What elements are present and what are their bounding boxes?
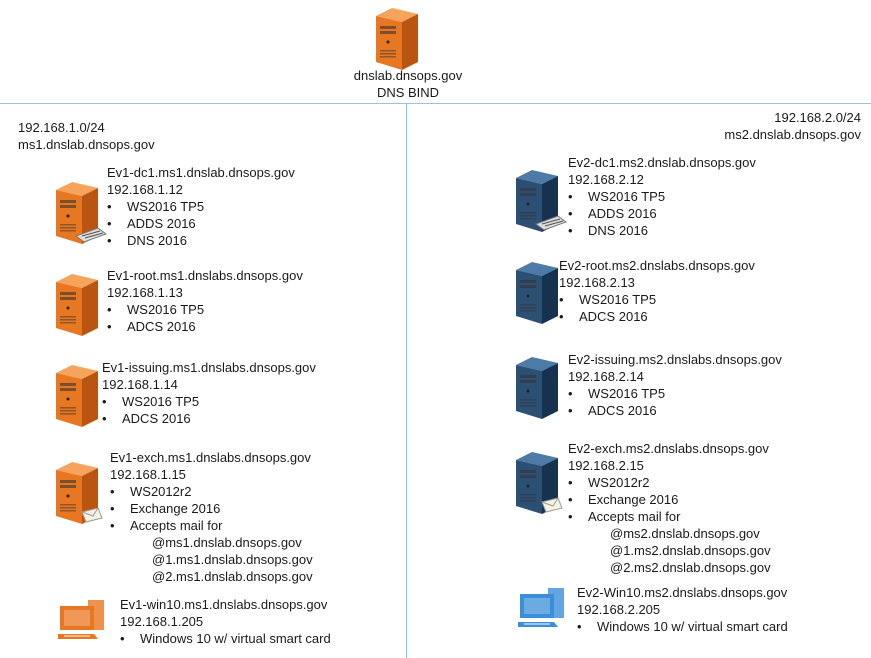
host-ip: 192.168.1.205 [120,614,204,629]
workstation-icon [56,600,110,643]
host-name: Ev2-exch.ms2.dnslabs.dnsops.gov [568,441,769,456]
role-item: ADDS 2016 [568,205,756,222]
host-roles: WS2016 TP5ADCS 2016 [102,393,316,427]
dns-server-label: dnslab.dnsops.gov DNS BIND [308,67,508,101]
role-item: Exchange 2016 [110,500,313,517]
server-icon [52,363,108,432]
host-name: Ev1-issuing.ms1.dnslabs.dnsops.gov [102,360,316,375]
role-item: WS2012r2 [110,483,313,500]
left-host-1: Ev1-dc1.ms1.dnslab.dnsops.gov 192.168.1.… [107,164,295,249]
host-roles: WS2016 TP5ADDS 2016DNS 2016 [107,198,295,249]
host-name: Ev2-Win10.ms2.dnslabs.dnsops.gov [577,585,788,600]
server-icon [52,272,108,341]
mail-domain: @1.ms2.dnslab.dnsops.gov [610,543,771,558]
network-line-horizontal [0,103,871,104]
role-item: WS2016 TP5 [559,291,755,308]
role-item: Accepts mail for [110,517,313,534]
role-item: Exchange 2016 [568,491,771,508]
host-name: Ev2-issuing.ms2.dnslabs.dnsops.gov [568,352,782,367]
right-host-2: Ev2-root.ms2.dnslabs.dnsops.gov 192.168.… [559,257,755,325]
left-host-3: Ev1-issuing.ms1.dnslabs.dnsops.gov 192.1… [102,359,316,427]
role-item: WS2016 TP5 [107,198,295,215]
right-host-1: Ev2-dc1.ms2.dnslab.dnsops.gov 192.168.2.… [568,154,756,239]
host-ip: 192.168.1.14 [102,377,178,392]
right-host-3: Ev2-issuing.ms2.dnslabs.dnsops.gov 192.1… [568,351,782,419]
workstation-icon [516,588,570,631]
host-name: Ev1-root.ms1.dnslabs.dnsops.gov [107,268,303,283]
mail-domain: @2.ms1.dnslab.dnsops.gov [152,569,313,584]
mail-domain: @1.ms1.dnslab.dnsops.gov [152,552,313,567]
left-subnet-domain: ms1.dnslab.dnsops.gov [18,137,155,152]
role-item: Windows 10 w/ virtual smart card [577,618,788,635]
role-item: DNS 2016 [568,222,756,239]
mail-server-icon [52,460,108,529]
host-ip: 192.168.2.12 [568,172,644,187]
server-icon [512,260,568,329]
left-subnet-cidr: 192.168.1.0/24 [18,120,105,135]
right-subnet: 192.168.2.0/24 ms2.dnslab.dnsops.gov [724,109,861,143]
right-subnet-cidr: 192.168.2.0/24 [774,110,861,125]
role-item: Accepts mail for [568,508,771,525]
host-roles: WS2016 TP5ADCS 2016 [568,385,782,419]
role-item: DNS 2016 [107,232,295,249]
role-item: WS2016 TP5 [568,188,756,205]
left-host-4: Ev1-exch.ms1.dnslabs.dnsops.gov 192.168.… [110,449,313,585]
role-item: ADCS 2016 [102,410,316,427]
right-subnet-domain: ms2.dnslab.dnsops.gov [724,127,861,142]
role-item: WS2016 TP5 [107,301,303,318]
mail-domain: @2.ms2.dnslab.dnsops.gov [610,560,771,575]
host-ip: 192.168.2.13 [559,275,635,290]
host-ip: 192.168.2.14 [568,369,644,384]
host-ip: 192.168.1.13 [107,285,183,300]
server-icon [512,168,568,237]
host-roles: WS2012r2Exchange 2016Accepts mail for [568,474,771,525]
host-name: Ev2-root.ms2.dnslabs.dnsops.gov [559,258,755,273]
mail-domain: @ms1.dnslab.dnsops.gov [152,535,302,550]
host-roles: WS2016 TP5ADCS 2016 [107,301,303,335]
host-roles: Windows 10 w/ virtual smart card [577,618,788,635]
left-subnet: 192.168.1.0/24 ms1.dnslab.dnsops.gov [18,119,155,153]
role-item: WS2012r2 [568,474,771,491]
host-ip: 192.168.1.15 [110,467,186,482]
mail-domain: @ms2.dnslab.dnsops.gov [610,526,760,541]
server-icon [512,355,568,424]
dns-server-name: dnslab.dnsops.gov [353,68,463,83]
host-roles: WS2016 TP5ADCS 2016 [559,291,755,325]
role-item: ADCS 2016 [107,318,303,335]
mail-server-icon [512,450,568,519]
network-line-vertical [406,103,407,658]
host-ip: 192.168.2.205 [577,602,661,617]
role-item: ADCS 2016 [559,308,755,325]
host-roles: WS2012r2Exchange 2016Accepts mail for [110,483,313,534]
right-host-4: Ev2-exch.ms2.dnslabs.dnsops.gov 192.168.… [568,440,771,576]
dns-server-icon [372,6,428,75]
role-item: Windows 10 w/ virtual smart card [120,630,331,647]
right-host-5: Ev2-Win10.ms2.dnslabs.dnsops.gov 192.168… [577,584,788,635]
host-roles: WS2016 TP5ADDS 2016DNS 2016 [568,188,756,239]
server-icon [52,180,108,249]
host-name: Ev1-exch.ms1.dnslabs.dnsops.gov [110,450,311,465]
host-name: Ev2-dc1.ms2.dnslab.dnsops.gov [568,155,756,170]
host-name: Ev1-win10.ms1.dnslabs.dnsops.gov [120,597,328,612]
host-roles: Windows 10 w/ virtual smart card [120,630,331,647]
host-ip: 192.168.2.15 [568,458,644,473]
left-host-5: Ev1-win10.ms1.dnslabs.dnsops.gov 192.168… [120,596,331,647]
left-host-2: Ev1-root.ms1.dnslabs.dnsops.gov 192.168.… [107,267,303,335]
host-name: Ev1-dc1.ms1.dnslab.dnsops.gov [107,165,295,180]
role-item: ADCS 2016 [568,402,782,419]
role-item: WS2016 TP5 [102,393,316,410]
dns-server-role: DNS BIND [376,85,440,100]
role-item: ADDS 2016 [107,215,295,232]
host-ip: 192.168.1.12 [107,182,183,197]
role-item: WS2016 TP5 [568,385,782,402]
